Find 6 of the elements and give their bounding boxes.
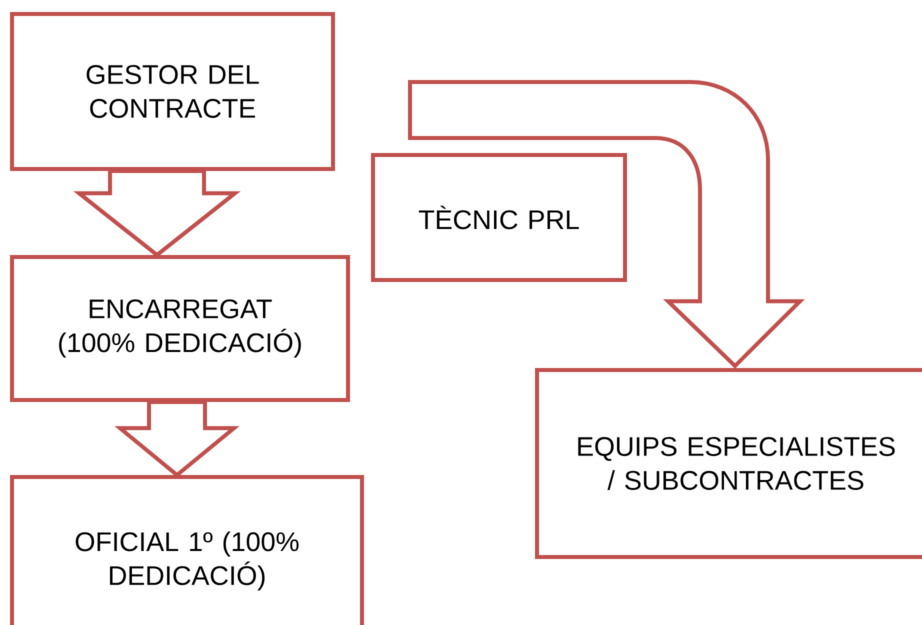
role-box: GESTOR DEL CONTRACTE — [10, 12, 335, 171]
role-box: EQUIPS ESPECIALISTES / SUBCONTRACTES — [535, 368, 922, 559]
block-arrow — [73, 169, 241, 258]
block-arrow — [114, 400, 240, 478]
role-box: OFICIAL 1º (100% DEDICACIÓ) — [10, 474, 364, 625]
role-box: ENCARREGAT (100% DEDICACIÓ) — [10, 254, 350, 402]
